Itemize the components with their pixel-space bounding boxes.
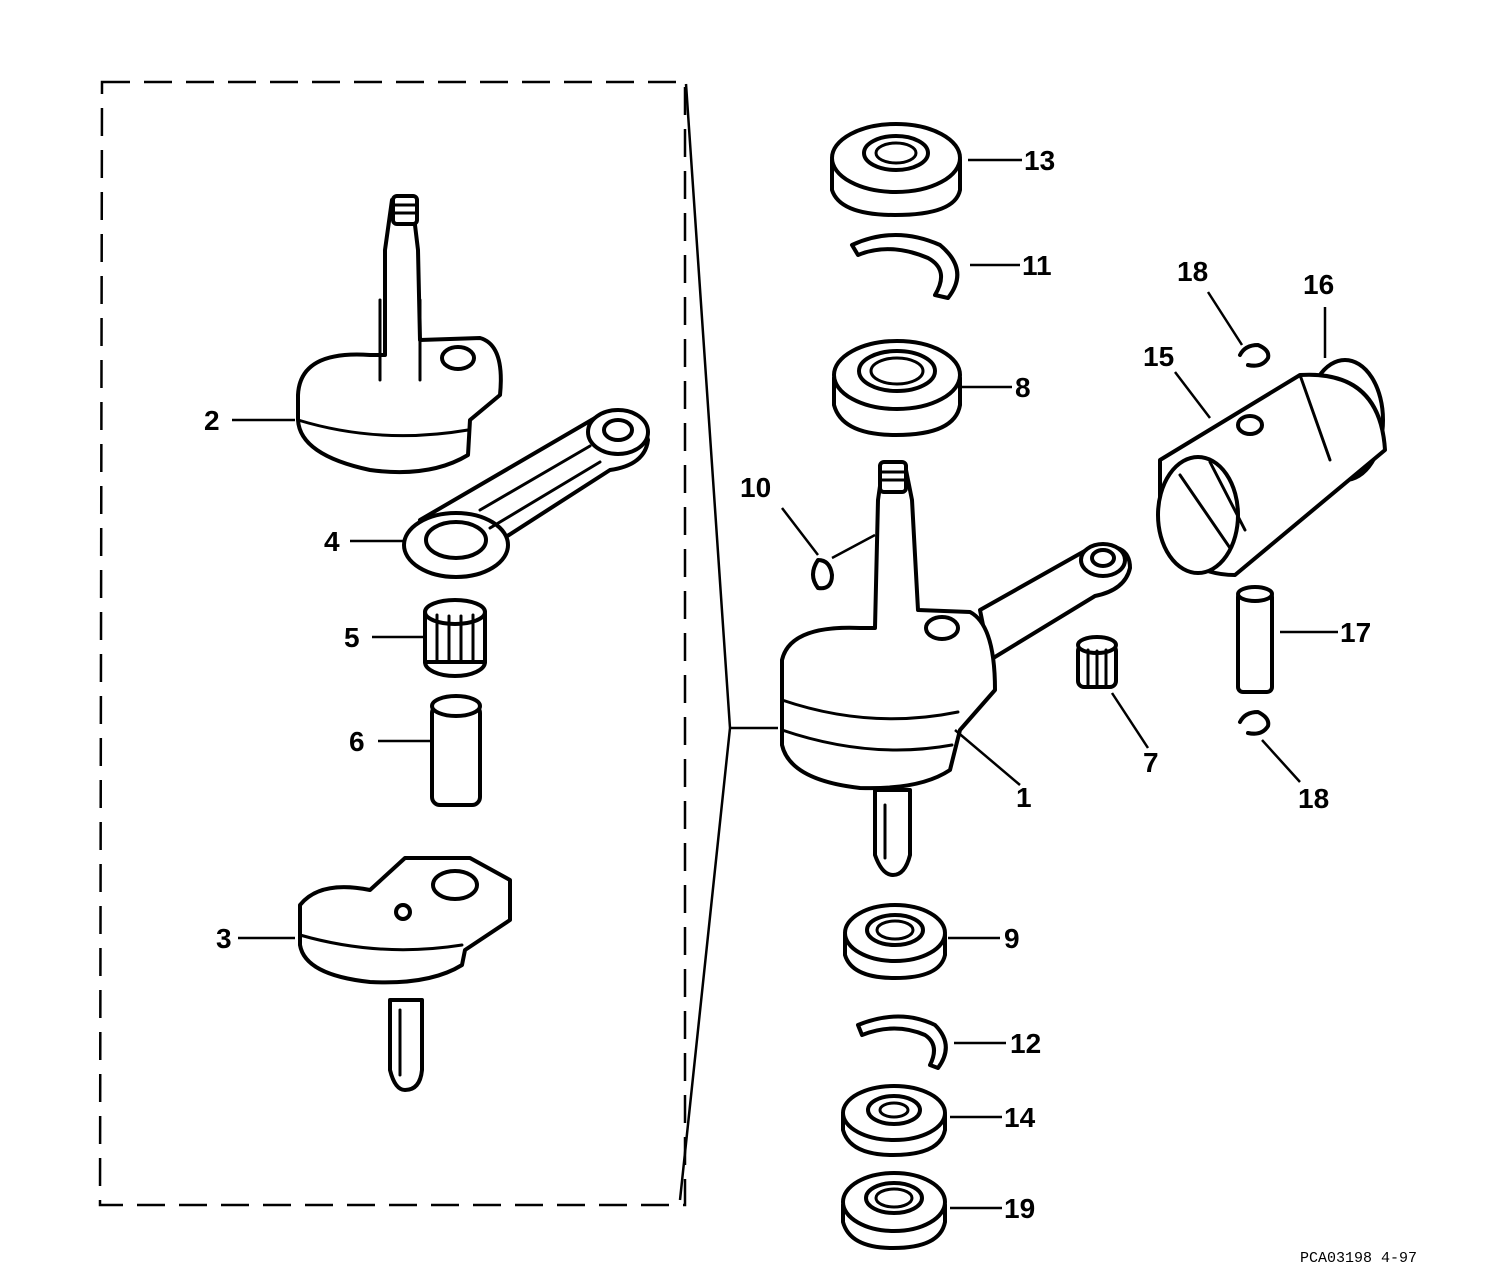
callout-18-lower: 18 — [1298, 783, 1329, 814]
callout-9: 9 — [1004, 923, 1020, 954]
needle-bearing — [423, 598, 487, 678]
callout-1: 1 — [1016, 782, 1032, 813]
ball-bearing-upper — [832, 339, 962, 437]
callout-10: 10 — [740, 472, 771, 503]
connecting-rod — [402, 408, 650, 579]
callout-15: 15 — [1143, 341, 1174, 372]
circlip-upper — [1238, 343, 1271, 368]
drawing-code: PCA03198 4-97 — [1300, 1250, 1417, 1265]
callout-17: 17 — [1340, 617, 1371, 648]
callout-2: 2 — [204, 405, 220, 436]
upper-crank-half — [296, 194, 503, 475]
callout-6: 6 — [349, 726, 365, 757]
subassembly-boundary — [98, 80, 687, 1207]
callout-3: 3 — [216, 923, 232, 954]
assembly-bracket — [678, 83, 778, 1201]
crankshaft-assembly — [780, 460, 1132, 877]
callout-5: 5 — [344, 622, 360, 653]
callout-8: 8 — [1015, 372, 1031, 403]
callout-13: 13 — [1024, 145, 1055, 176]
leader-lines — [232, 158, 1338, 1210]
seal-housing — [830, 122, 962, 217]
retaining-ring-lower — [856, 1014, 948, 1070]
lower-crank-half — [298, 856, 512, 1092]
circlip-lower — [1238, 710, 1271, 736]
bottom-seal — [841, 1171, 947, 1250]
callout-14: 14 — [1004, 1102, 1036, 1133]
woodruff-key — [811, 558, 834, 591]
callout-16: 16 — [1303, 269, 1334, 300]
retaining-ring-upper — [850, 233, 960, 300]
callout-7: 7 — [1143, 747, 1159, 778]
lower-seal — [841, 1084, 947, 1157]
callout-11: 11 — [1022, 250, 1052, 281]
callout-4: 4 — [324, 526, 340, 557]
crank-pin — [430, 694, 482, 807]
callout-19: 19 — [1004, 1193, 1035, 1224]
wrist-pin — [1236, 585, 1274, 694]
callout-18-upper: 18 — [1177, 256, 1208, 287]
callout-12: 12 — [1010, 1028, 1041, 1059]
piston — [1156, 372, 1387, 577]
ball-bearing-lower — [843, 903, 947, 980]
small-needle-bearing — [1076, 635, 1118, 689]
